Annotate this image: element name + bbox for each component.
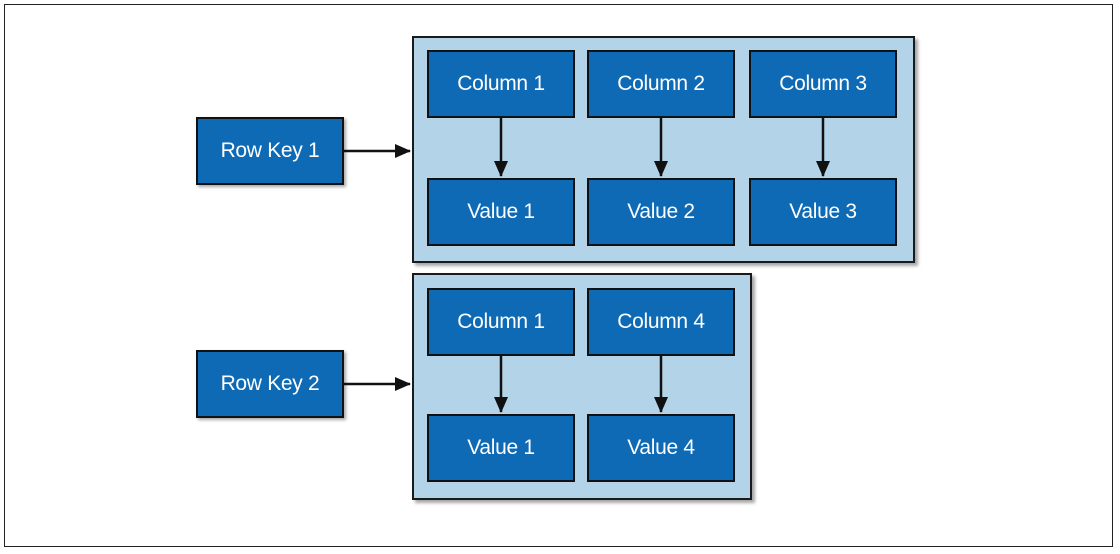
row-2-column-1: Column 1 [427, 288, 575, 356]
row-1-value-2: Value 2 [587, 178, 735, 246]
row-1-value-1: Value 1 [427, 178, 575, 246]
row-key-1: Row Key 1 [196, 117, 344, 185]
row-1-column-3: Column 3 [749, 50, 897, 118]
row-2-value-1: Value 1 [427, 414, 575, 482]
row-1-value-3: Value 3 [749, 178, 897, 246]
row-1-column-2: Column 2 [587, 50, 735, 118]
row-2-column-4: Column 4 [587, 288, 735, 356]
row-1-column-1: Column 1 [427, 50, 575, 118]
row-key-2: Row Key 2 [196, 350, 344, 418]
row-2-value-4: Value 4 [587, 414, 735, 482]
